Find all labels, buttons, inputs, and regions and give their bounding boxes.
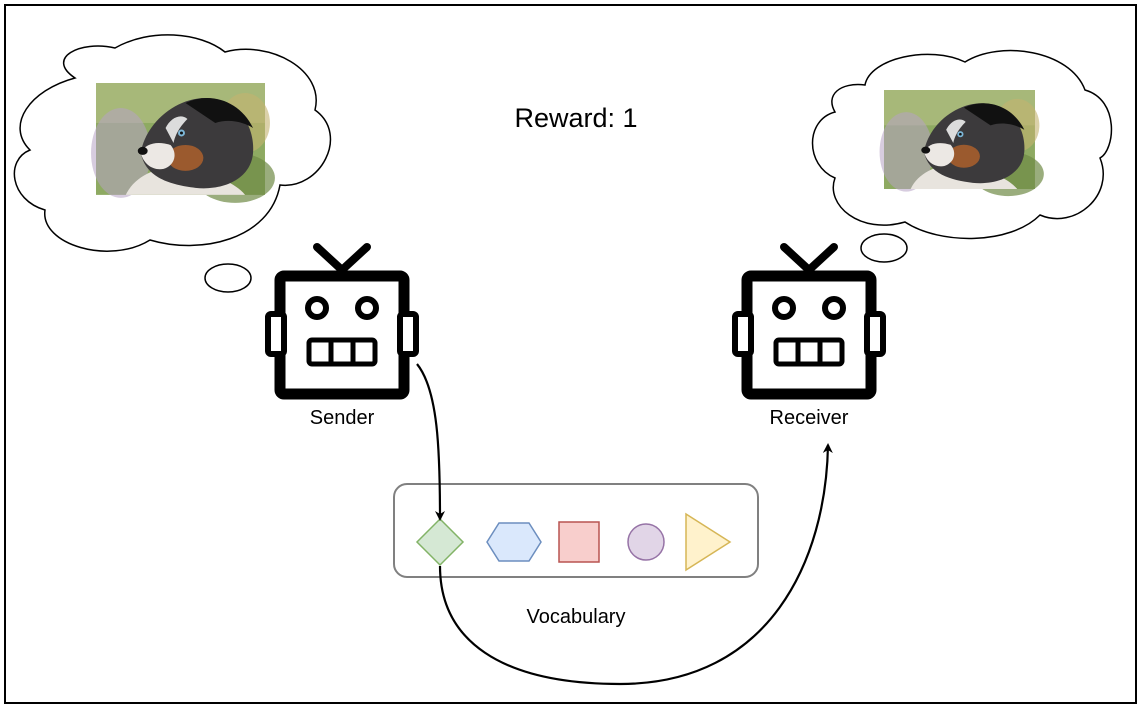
vocab-symbol-circle <box>627 523 665 561</box>
receiver-robot-icon <box>735 247 883 394</box>
receiver-dog-image <box>879 90 1044 197</box>
vocabulary-to-receiver-arrow <box>438 443 833 686</box>
sender-label: Sender <box>310 407 375 429</box>
vocabulary-label: Vocabulary <box>527 606 626 628</box>
vocab-symbol-hexagon <box>486 522 542 562</box>
vocab-symbol-square <box>558 521 600 563</box>
outer-frame <box>4 4 1137 704</box>
vocab-symbol-triangle <box>685 512 732 572</box>
sender-dog-image <box>91 83 275 203</box>
vocab-symbol-diamond <box>415 517 465 567</box>
receiver-label: Receiver <box>770 407 849 429</box>
reward-title: Reward: 1 <box>514 103 637 133</box>
sender-to-vocabulary-arrow <box>416 363 445 521</box>
vocabulary-symbols <box>415 512 732 572</box>
sender-robot-icon <box>268 247 416 394</box>
